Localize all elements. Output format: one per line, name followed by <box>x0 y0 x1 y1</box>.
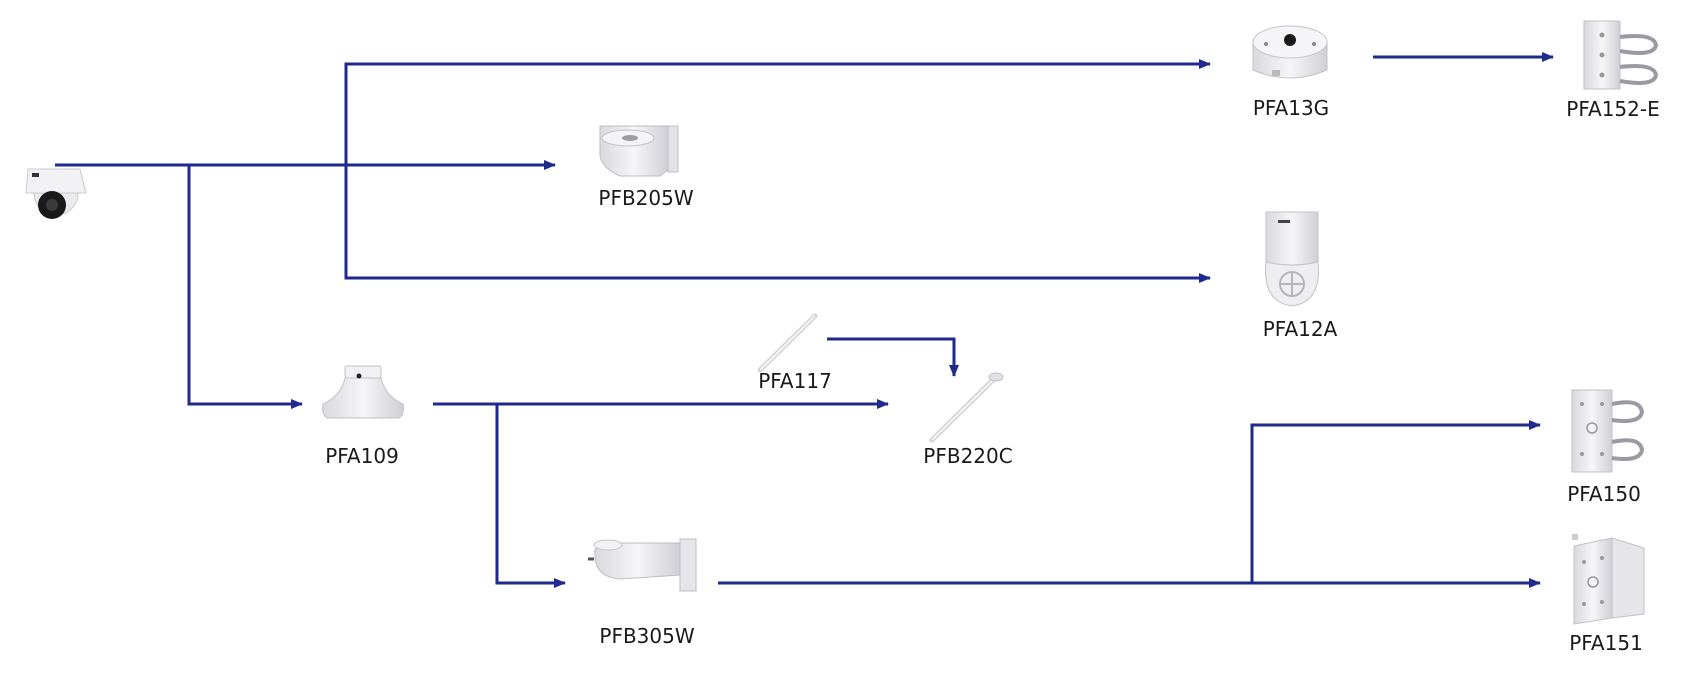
label-pfb220c: PFB220C <box>923 444 1013 468</box>
label-pfa151: PFA151 <box>1569 631 1643 655</box>
wall-mount-bracket-icon <box>588 538 697 592</box>
pole-mount-bracket-icon <box>1571 389 1645 473</box>
connector-lines <box>55 52 1554 588</box>
label-pfa117: PFA117 <box>758 369 832 393</box>
mount-adapter-icon <box>322 365 404 419</box>
pole-mount-adapter-icon <box>1583 20 1659 90</box>
label-pfa13g: PFA13G <box>1252 96 1330 120</box>
wall-mount-adapter-icon <box>1265 211 1319 307</box>
label-pfa109: PFA109 <box>325 444 399 468</box>
connector-camera-pfa12a <box>344 165 1211 283</box>
label-pfb305w: PFB305W <box>599 624 695 648</box>
label-pfb205w: PFB205W <box>598 186 694 210</box>
extension-pole-icon <box>757 313 818 373</box>
junction-box-icon <box>1252 25 1328 79</box>
wall-bracket-icon <box>599 125 679 177</box>
dome-camera-icon <box>25 168 87 219</box>
label-pfa12a: PFA12A <box>1262 317 1338 341</box>
connector-camera-pfa13g <box>344 59 1211 165</box>
ceiling-mount-pole-icon <box>929 372 1004 443</box>
corner-mount-bracket-icon <box>1572 534 1645 625</box>
label-pfa152e: PFA152-E <box>1566 97 1660 121</box>
connector-pfa117-pfb220c <box>827 337 959 377</box>
connector-pfa109-pfb305w <box>495 404 566 588</box>
connector-pfb305w-pfa150 <box>1250 420 1541 583</box>
connector-camera-pfa109 <box>187 165 303 409</box>
label-pfa150: PFA150 <box>1567 482 1641 506</box>
